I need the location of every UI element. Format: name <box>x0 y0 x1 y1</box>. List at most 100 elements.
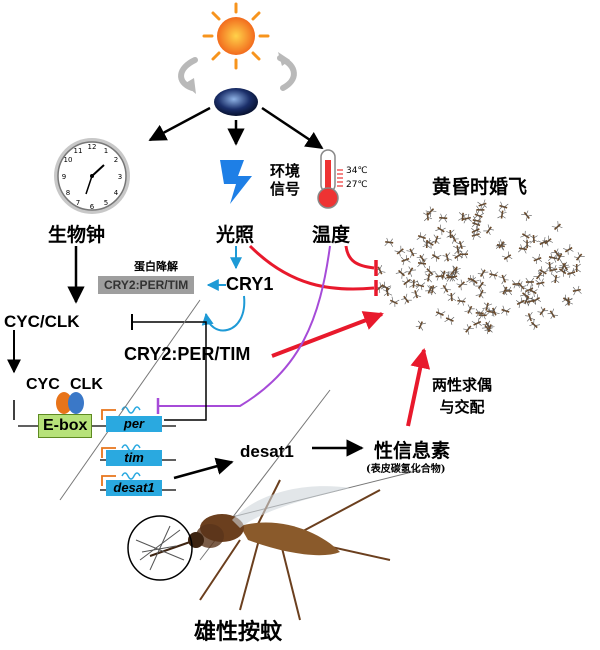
light-label: 光照 <box>216 224 255 246</box>
swarm-mosquito <box>440 283 452 294</box>
swarm-mosquito <box>435 224 446 236</box>
clk-protein-icon <box>68 392 84 414</box>
temp-low-label: 27℃ <box>346 180 368 190</box>
swarm-mosquito <box>455 240 466 251</box>
swarm-mosquito <box>451 265 461 275</box>
swarm-mosquito <box>442 252 453 262</box>
swarm-mosquito <box>486 307 496 317</box>
swarm-mosquito <box>476 205 485 215</box>
swarm-mosquito <box>406 247 417 258</box>
mosquito-swarm-icon <box>375 199 585 335</box>
svg-text:1: 1 <box>104 147 108 155</box>
swarm-mosquito <box>446 229 455 239</box>
gene-tim: tim <box>106 450 162 466</box>
protein-degradation-label: 蛋白降解 <box>134 260 178 273</box>
swarm-mosquito <box>416 232 427 243</box>
swarm-mosquito <box>501 251 513 263</box>
sun-icon <box>202 2 270 70</box>
swarm-mosquito <box>527 286 538 297</box>
swarm-mosquito <box>417 258 427 269</box>
cyc-clk-label: CYC/CLK <box>4 312 80 331</box>
swarm-mosquito <box>384 237 394 247</box>
swarm-mosquito <box>518 244 527 254</box>
arrow-env-to-temp <box>261 106 324 150</box>
swarm-mosquito <box>382 287 393 297</box>
svg-text:2: 2 <box>114 156 118 164</box>
swarm-mosquito <box>444 314 455 325</box>
antenna-icon <box>135 525 185 571</box>
swarm-mosquito <box>401 293 412 305</box>
swarm-mosquito <box>452 250 463 262</box>
pheromone-sub-label: (表皮碳氢化合物) <box>366 464 446 475</box>
swarm-mosquito <box>431 234 442 245</box>
swarm-mosquito <box>566 268 576 278</box>
swarm-mosquito <box>458 212 468 221</box>
clk-label: CLK <box>70 376 103 393</box>
swarm-mosquito <box>497 209 507 219</box>
swarm-mosquito <box>520 290 531 301</box>
swarm-mosquito <box>434 271 444 281</box>
swarm-mosquito <box>564 297 574 306</box>
degraded-complex-box: CRY2:PER/TIM <box>98 276 195 294</box>
swarm-mosquito <box>447 292 457 302</box>
lightning-icon <box>220 160 252 204</box>
swarm-mosquito <box>532 253 542 265</box>
swarm-mosquito <box>449 272 459 282</box>
swarm-mosquito <box>484 322 495 333</box>
swarm-mosquito <box>471 317 482 329</box>
svg-text:5: 5 <box>104 199 108 207</box>
swarm-mosquito <box>424 273 434 283</box>
swarm-mosquito <box>522 240 532 249</box>
swarm-mosquito <box>464 304 475 315</box>
svg-text:6: 6 <box>90 203 95 211</box>
feedback-line <box>132 321 207 421</box>
arrow-env-to-clock <box>148 106 211 142</box>
svg-text:8: 8 <box>66 189 70 197</box>
svg-text:7: 7 <box>76 199 80 207</box>
thermometer-icon <box>317 149 343 209</box>
swarm-mosquito <box>550 274 561 284</box>
swarm-mosquito <box>409 279 419 288</box>
swarm-mosquito <box>475 288 487 299</box>
cyc-label: CYC <box>26 376 60 393</box>
pheromone-label: 性信息素 <box>374 440 451 462</box>
swarm-mosquito <box>537 306 549 318</box>
swarm-mosquito <box>475 308 485 318</box>
swarm-mosquito <box>477 199 487 210</box>
swarm-mosquito <box>483 224 494 236</box>
clock-label: 生物钟 <box>48 224 106 246</box>
swarm-mosquito <box>499 284 510 296</box>
arrow-gene-to-desat1 <box>173 457 234 480</box>
swarm-mosquito <box>515 281 527 292</box>
swarm-mosquito <box>521 210 532 222</box>
swarm-mosquito <box>415 320 427 331</box>
svg-text:4: 4 <box>114 189 119 197</box>
swarm-mosquito <box>526 296 536 307</box>
swarm-mosquito <box>525 277 535 287</box>
swarm-mosquito <box>545 261 555 271</box>
cry2-per-tim-label: CRY2:PER/TIM <box>124 344 251 364</box>
swarm-mosquito <box>538 266 549 277</box>
svg-text:12: 12 <box>88 143 97 151</box>
inhibit-light-to-swarm <box>248 244 375 291</box>
swarm-mosquito <box>535 278 545 288</box>
swarm-mosquito <box>472 215 482 226</box>
swarm-mosquito <box>520 230 531 242</box>
swarm-mosquito <box>495 239 507 250</box>
antenna-zoom-circle <box>127 515 193 581</box>
swarm-mosquito <box>425 206 437 218</box>
swarm-mosquito <box>400 255 411 266</box>
promoter-arrows <box>101 409 116 486</box>
swarm-mosquito <box>529 234 539 244</box>
swarm-mosquito <box>389 296 400 307</box>
swarm-mosquito <box>501 305 511 316</box>
swarm-mosquito <box>563 244 574 255</box>
swarm-mosquito <box>401 277 413 288</box>
svg-text:3: 3 <box>118 173 122 181</box>
swarm-mosquito <box>394 245 406 257</box>
temp-high-label: 34℃ <box>346 166 368 176</box>
inhibit-temp-to-swarm <box>344 245 375 270</box>
courtship-label: 两性求偶 与交配 <box>432 376 493 416</box>
